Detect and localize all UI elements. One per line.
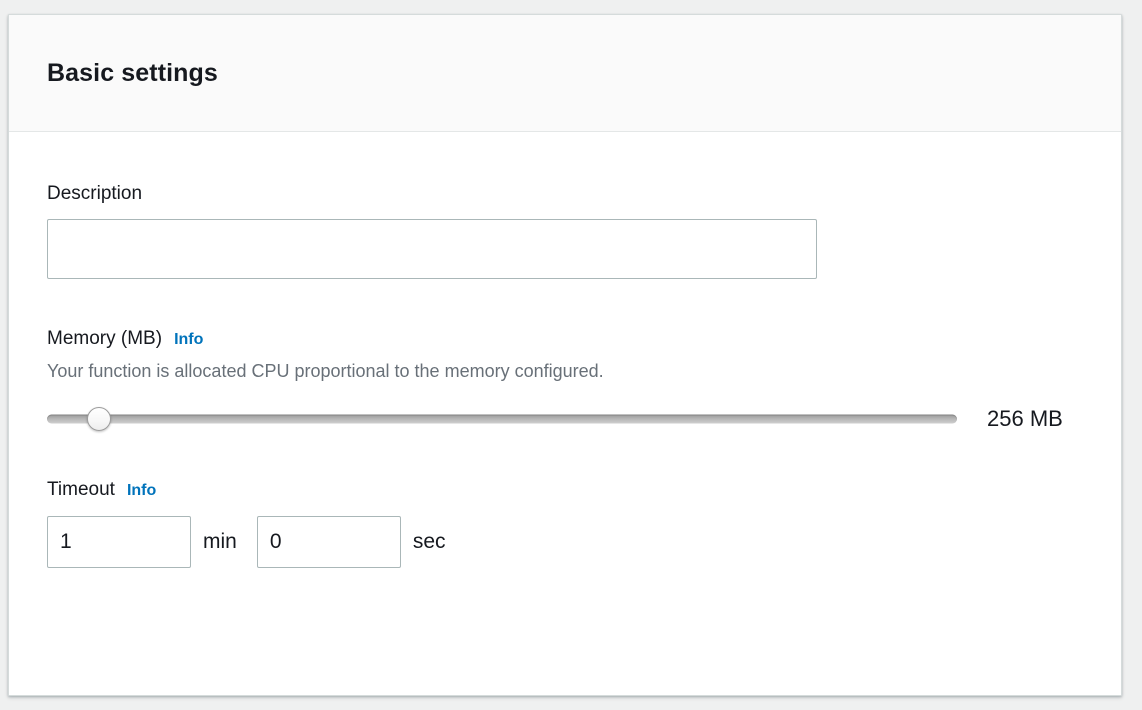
memory-info-link[interactable]: Info [174,330,204,348]
memory-label-text: Memory (MB) [47,327,163,349]
description-label: Description [47,182,1083,207]
description-label-text: Description [47,183,143,204]
memory-field-group: Memory (MB) Info Your function is alloca… [47,327,1083,432]
panel-body: Description Memory (MB) Info Your functi… [9,132,1121,569]
memory-slider[interactable] [47,406,957,432]
timeout-seconds-unit: sec [412,530,446,554]
basic-settings-panel: Basic settings Description Memory (MB) I… [8,14,1122,696]
memory-slider-row: 256 MB [47,406,1083,432]
memory-label: Memory (MB) Info [47,327,1083,352]
timeout-inputs-row: min sec [47,516,1083,569]
memory-help-text: Your function is allocated CPU proportio… [47,361,604,382]
timeout-minutes-unit: min [203,530,237,554]
timeout-label-text: Timeout [47,478,115,500]
page-title: Basic settings [47,59,218,87]
slider-thumb[interactable] [86,406,111,431]
timeout-seconds-input[interactable] [256,516,401,569]
description-input[interactable] [47,218,817,279]
timeout-field-group: Timeout Info min sec [47,478,1083,569]
timeout-label: Timeout Info [47,478,1083,503]
timeout-minutes-input[interactable] [47,516,191,569]
slider-track[interactable] [47,414,957,424]
timeout-info-link[interactable]: Info [126,481,157,499]
panel-header: Basic settings [9,15,1121,132]
description-field-group: Description [47,182,1083,279]
memory-value-label: 256 MB [987,405,1063,431]
